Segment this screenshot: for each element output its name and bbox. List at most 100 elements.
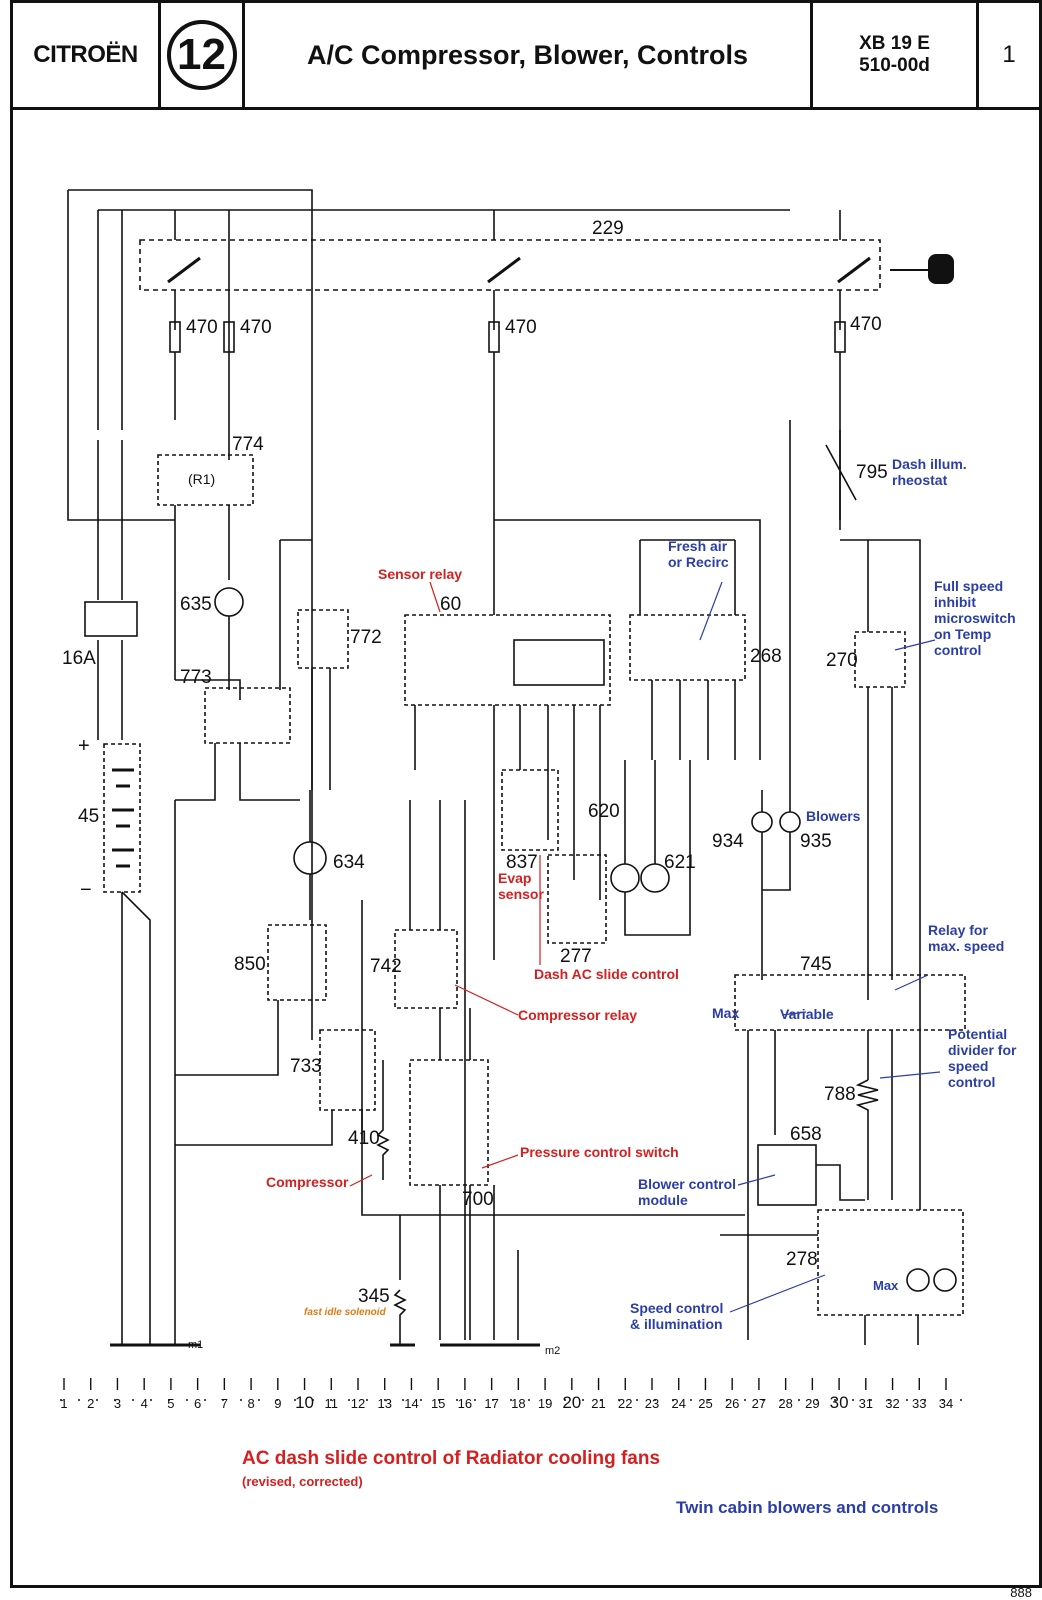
doc-ref: XB 19 E 510-00d xyxy=(859,33,930,77)
note-dash-ac-slide: Dash AC slide control xyxy=(534,966,679,982)
scale-label: 20 xyxy=(562,1393,581,1412)
label-minus: − xyxy=(80,879,92,901)
section-number: 12 xyxy=(166,20,237,90)
label-268: 268 xyxy=(750,646,782,667)
page-cell: 1 xyxy=(979,3,1039,107)
label-745: 745 xyxy=(800,954,832,975)
label-837: 837 xyxy=(506,852,538,873)
scale-label: 10 xyxy=(295,1393,314,1412)
label-774: 774 xyxy=(232,434,264,455)
label-621: 621 xyxy=(664,852,696,873)
label-m2: m2 xyxy=(545,1345,560,1357)
label-935: 935 xyxy=(800,831,832,852)
scale-label: 8 xyxy=(247,1396,254,1411)
scale-label: 18 xyxy=(511,1396,525,1411)
scale-label: 2 xyxy=(87,1396,94,1411)
label-635: 635 xyxy=(180,594,212,615)
label-700: 700 xyxy=(462,1189,494,1210)
ref-cell: XB 19 E 510-00d xyxy=(813,3,979,107)
footer-title-blue: Twin cabin blowers and controls xyxy=(676,1498,939,1517)
note-max-278: Max xyxy=(873,1278,899,1293)
scale-label: 12 xyxy=(351,1396,365,1411)
label-788: 788 xyxy=(824,1084,856,1105)
doc-ref-line2: 510-00d xyxy=(859,55,930,76)
label-934: 934 xyxy=(712,831,744,852)
label-270: 270 xyxy=(826,650,858,671)
label-229: 229 xyxy=(592,218,624,239)
label-470-f4: 470 xyxy=(240,317,272,338)
diagram-frame xyxy=(10,108,1042,1588)
label-345: 345 xyxy=(358,1286,390,1307)
scale-label: 3 xyxy=(114,1396,121,1411)
note-compressor-relay: Compressor relay xyxy=(518,1007,638,1023)
label-45: 45 xyxy=(78,806,99,827)
note-pressure-switch: Pressure control switch xyxy=(520,1144,679,1160)
scale-label: 13 xyxy=(377,1396,391,1411)
label-850: 850 xyxy=(234,954,266,975)
doc-ref-line1: XB 19 E xyxy=(859,33,930,54)
scale-label: 5 xyxy=(167,1396,174,1411)
note-relay-max-speed: Relay for max. speed xyxy=(928,922,1005,954)
note-variable: Variable xyxy=(780,1006,834,1022)
scale-label: 24 xyxy=(671,1396,685,1411)
scale-label: 14 xyxy=(404,1396,418,1411)
note-max: Max xyxy=(712,1005,740,1021)
label-470-f1: 470 xyxy=(186,317,218,338)
note-fresh-air: Fresh air or Recirc xyxy=(668,538,729,570)
label-277: 277 xyxy=(560,946,592,967)
label-r1: (R1) xyxy=(188,471,215,487)
ignition-key-icon xyxy=(890,254,954,284)
scale-label: 32 xyxy=(885,1396,899,1411)
footer-subtitle-red: (revised, corrected) xyxy=(242,1474,363,1489)
label-60: 60 xyxy=(440,594,461,615)
label-410: 410 xyxy=(348,1128,380,1149)
scale-label: 9 xyxy=(274,1396,281,1411)
scale-label: 16 xyxy=(458,1396,472,1411)
scale-label: 21 xyxy=(591,1396,605,1411)
scale-label: 26 xyxy=(725,1396,739,1411)
scale-label: 6 xyxy=(194,1396,201,1411)
note-blower-module: Blower control module xyxy=(638,1176,737,1208)
note-fast-idle: fast idle solenoid xyxy=(304,1307,386,1318)
note-blowers: Blowers xyxy=(806,808,861,824)
note-evap-sensor: Evap sensor xyxy=(498,870,544,902)
scale-label: 31 xyxy=(859,1396,873,1411)
label-470-f3: 470 xyxy=(850,314,882,335)
note-potential-divider: Potential divider for speed control xyxy=(948,1026,1017,1090)
label-773: 773 xyxy=(180,667,212,688)
note-dash-illum: Dash illum. rheostat xyxy=(892,456,967,488)
note-speed-control: Speed control & illumination xyxy=(630,1300,724,1332)
section-cell: 12 xyxy=(161,3,245,107)
scale-label: 29 xyxy=(805,1396,819,1411)
note-compressor: Compressor xyxy=(266,1174,349,1190)
scale-label: 19 xyxy=(538,1396,552,1411)
scale-label: 28 xyxy=(778,1396,792,1411)
label-plus: + xyxy=(78,735,90,757)
brand-logo: CITROËN xyxy=(33,41,138,68)
label-278: 278 xyxy=(786,1249,818,1270)
note-sensor-relay: Sensor relay xyxy=(378,566,463,582)
label-772: 772 xyxy=(350,627,382,648)
scale-label: 11 xyxy=(325,1396,339,1411)
scale-label: 17 xyxy=(484,1396,498,1411)
label-795: 795 xyxy=(856,462,888,483)
footer-title-red: AC dash slide control of Radiator coolin… xyxy=(242,1448,661,1469)
scale-label: 7 xyxy=(221,1396,228,1411)
label-658: 658 xyxy=(790,1124,822,1145)
scale-label: 27 xyxy=(752,1396,766,1411)
label-620: 620 xyxy=(588,801,620,822)
scale-label: 34 xyxy=(939,1396,953,1411)
page-title: A/C Compressor, Blower, Controls xyxy=(306,39,749,70)
footer-mark: 888 xyxy=(1010,1585,1032,1600)
label-m1: m1 xyxy=(188,1339,203,1351)
title-cell: A/C Compressor, Blower, Controls xyxy=(245,3,813,107)
brand-cell: CITROËN xyxy=(13,3,161,107)
scale-label: 30 xyxy=(830,1393,849,1412)
scale-label: 1 xyxy=(60,1396,67,1411)
scale-label: 23 xyxy=(645,1396,659,1411)
page-number: 1 xyxy=(1002,41,1016,68)
scale-label: 22 xyxy=(618,1396,632,1411)
label-742: 742 xyxy=(370,956,402,977)
